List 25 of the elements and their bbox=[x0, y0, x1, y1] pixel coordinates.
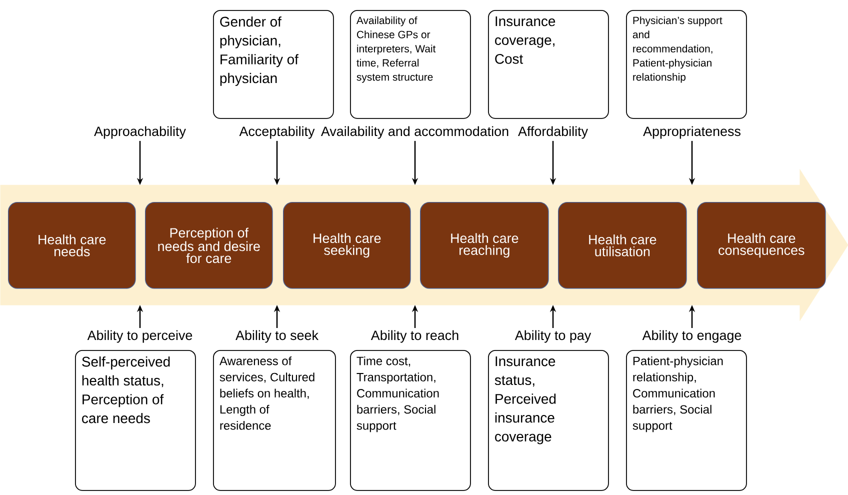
stage-box: Health care utilisation bbox=[558, 202, 687, 289]
dimension-label: Ability to perceive bbox=[87, 330, 192, 343]
factor-box: Gender of physician, Familiarity of physician bbox=[213, 10, 334, 119]
factor-box: Awareness of services, Cultured beliefs on health, Length of residence bbox=[213, 350, 336, 491]
stage-box: Health care consequences bbox=[697, 202, 826, 289]
factor-box: Time cost, Transportation, Communication barriers, Social support bbox=[350, 350, 471, 491]
dimension-label: Ability to pay bbox=[514, 330, 592, 343]
dimension-label: Ability to engage bbox=[642, 330, 742, 343]
dimension-label: Ability to reach bbox=[370, 330, 458, 343]
factor-box: Availability of Chinese GPs or interpreters, Wait time, Referral system structure bbox=[350, 10, 471, 119]
factor-box: Patient-physician relationship, Communication barriers, Social support bbox=[626, 350, 747, 491]
dimension-label: Acceptability bbox=[239, 126, 315, 139]
factor-box: Insurance coverage, Cost bbox=[488, 10, 609, 119]
stage-box: Health care seeking bbox=[283, 202, 411, 289]
stage-box: Health care needs bbox=[8, 202, 136, 289]
factor-box: Physician’s support and recommendation, Patient-physician relationship bbox=[626, 10, 747, 119]
factor-box: Insurance status, Perceived insurance coverage bbox=[488, 350, 609, 491]
dimension-label: Availability and accommodation bbox=[320, 126, 508, 139]
dimension-label: Appropriateness bbox=[643, 126, 740, 139]
dimension-label: Ability to seek bbox=[236, 330, 318, 343]
stage-box: Perception of needs and desire for care bbox=[145, 202, 273, 289]
factor-box: Self-perceived health status, Perception of care needs bbox=[75, 350, 196, 491]
dimension-label: Approachability bbox=[94, 126, 186, 139]
dimension-label: Affordability bbox=[518, 126, 588, 139]
stage-box: Health care reaching bbox=[420, 202, 549, 289]
